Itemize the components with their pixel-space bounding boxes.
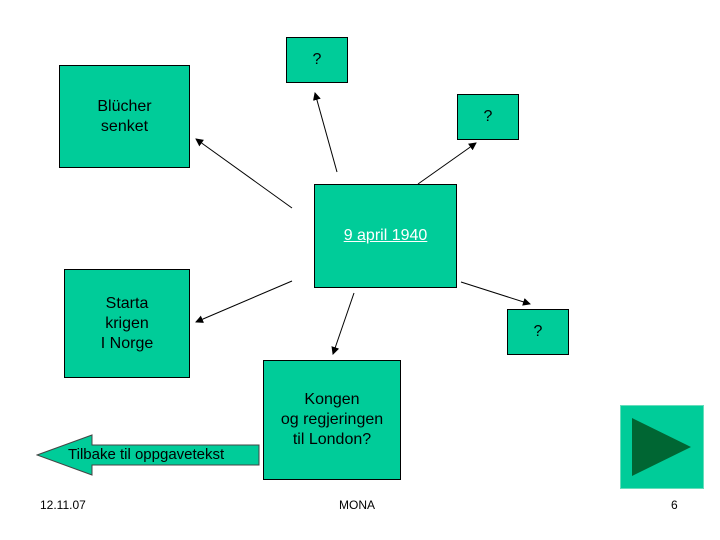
node-blucher: Blücher senket: [59, 65, 190, 168]
arrow-to-q-lower-right: [460, 281, 531, 306]
footer-date: 12.11.07: [40, 498, 86, 512]
play-triangle-icon: [632, 418, 691, 476]
node-question-lower-right: ?: [507, 309, 569, 355]
center-node: 9 april 1940: [314, 184, 457, 288]
node-kongen: Kongen og regjeringen til London?: [263, 360, 401, 480]
node-starta-krigen: Starta krigen I Norge: [64, 269, 190, 378]
back-button-label[interactable]: Tilbake til oppgavetekst: [68, 446, 225, 463]
footer-page-number: 6: [671, 498, 678, 512]
arrow-to-q-top: [313, 92, 338, 173]
left-arrow-icon: [36, 434, 260, 476]
arrow-to-q-right: [417, 142, 477, 185]
node-question-right: ?: [457, 94, 519, 140]
back-button[interactable]: [36, 434, 262, 476]
center-node-link[interactable]: 9 april 1940: [343, 227, 428, 244]
next-slide-button[interactable]: [620, 405, 704, 489]
arrow-to-starta: [195, 280, 293, 323]
arrow-to-blucher: [195, 138, 293, 209]
arrow-to-kongen: [331, 292, 355, 355]
node-question-top: ?: [286, 37, 348, 83]
footer-title: MONA: [339, 498, 375, 512]
